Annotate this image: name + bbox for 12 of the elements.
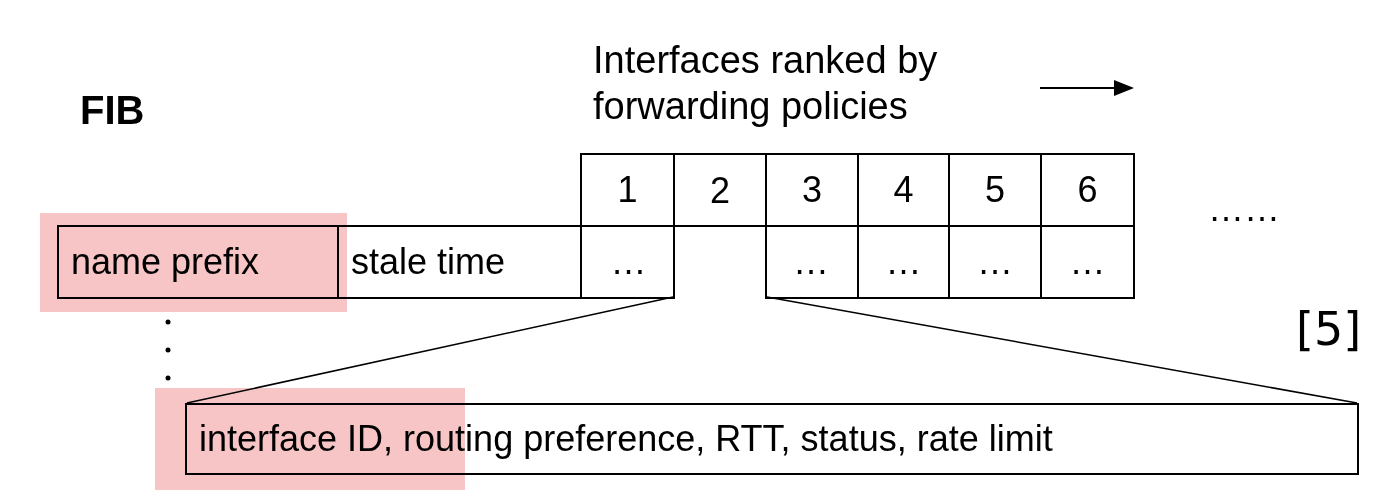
table-cell: name prefix <box>57 225 339 299</box>
reference-number: [5] <box>1296 302 1362 356</box>
title: FIB <box>80 88 145 133</box>
ellipsis-text: …… <box>1208 188 1280 230</box>
field-box: interface ID, routing preference, RTT, status, rate limit <box>185 403 1359 475</box>
table-cell: stale time <box>337 225 582 299</box>
header-cell: 1 <box>580 153 675 227</box>
header-cell: 6 <box>1040 153 1135 227</box>
connector-line <box>766 296 1358 404</box>
empty-cell <box>673 225 767 297</box>
label-text: Interfaces ranked by forwarding policies <box>593 38 939 129</box>
table-cell: … <box>1040 225 1135 299</box>
